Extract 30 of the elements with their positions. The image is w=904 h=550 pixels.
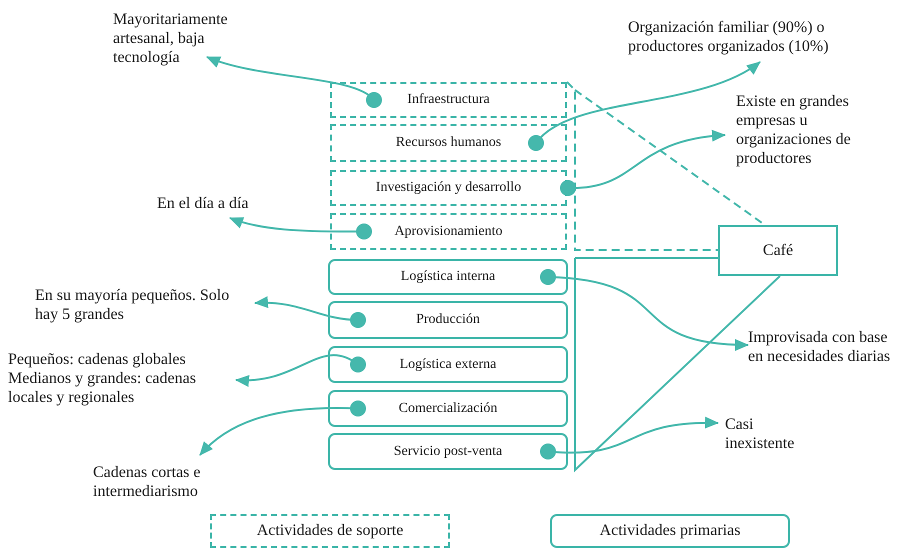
activity-box: Servicio post-venta	[328, 433, 568, 470]
arrow	[235, 354, 366, 386]
legend-item: Actividades primarias	[550, 514, 790, 548]
annotation-text: Casi inexistente	[725, 415, 825, 453]
annotation-text: Mayoritariamente artesanal, baja tecnología	[113, 10, 273, 67]
activity-box: Investigación y desarrollo	[330, 170, 567, 206]
product-box: Café	[718, 225, 838, 276]
arrow	[528, 61, 761, 151]
activity-box: Infraestructura	[330, 82, 567, 118]
arrow	[560, 130, 726, 196]
arrow	[199, 400, 366, 456]
annotation-text: Existe en grandes empresas u organizaciones de productores	[736, 92, 896, 168]
activity-box: Logística interna	[328, 259, 568, 295]
legend-item: Actividades de soporte	[210, 514, 450, 548]
annotation-text: Organización familiar (90%) o productores organizados (10%)	[628, 18, 888, 56]
activity-box: Recursos humanos	[330, 124, 567, 162]
activity-box: Aprovisionamiento	[330, 213, 567, 250]
annotation-text: Improvisada con base en necesidades diarias	[748, 328, 904, 366]
annotation-text: Pequeños: cadenas globales Medianos y grandes: cadenas locales y regionales	[8, 350, 233, 407]
activity-box: Comercialización	[328, 390, 568, 427]
arrow	[540, 269, 749, 350]
arrow	[206, 56, 382, 108]
activity-box: Producción	[328, 301, 568, 339]
arrow	[229, 216, 372, 240]
arrow	[540, 417, 719, 460]
arrow	[254, 296, 366, 328]
annotation-text: En su mayoría pequeños. Solo hay 5 grandes	[35, 286, 245, 324]
annotation-text: En el día a día	[157, 194, 277, 213]
activity-box: Logística externa	[328, 346, 568, 383]
annotation-text: Cadenas cortas e intermediarismo	[93, 463, 233, 501]
